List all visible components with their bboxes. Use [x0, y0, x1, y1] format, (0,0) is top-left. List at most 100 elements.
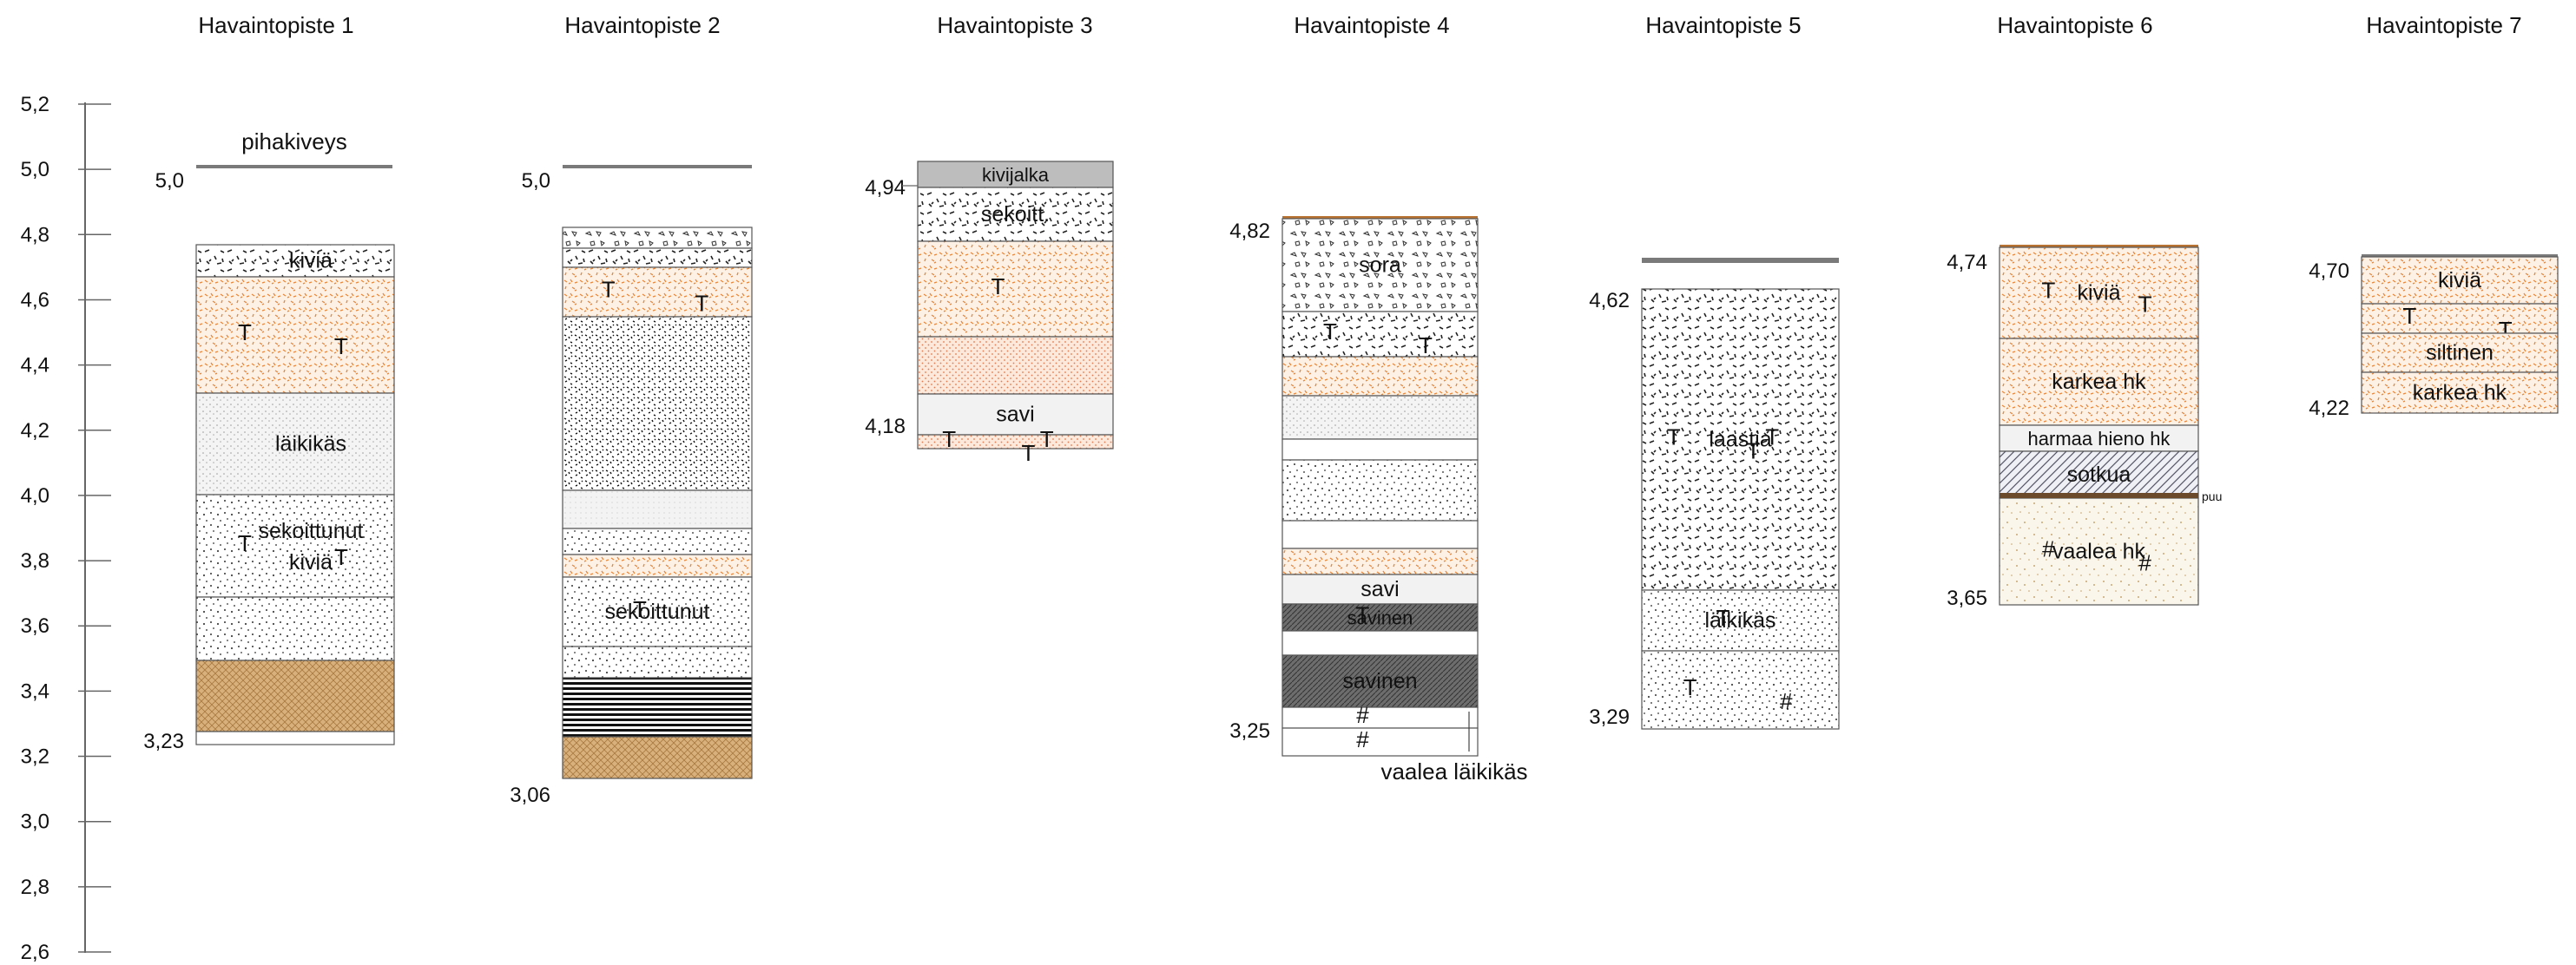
layer-fill	[1281, 630, 1479, 656]
layer-fill	[2361, 303, 2559, 334]
layer-label: siltinen	[2426, 341, 2494, 365]
fill-mark-T: T	[1683, 674, 1697, 700]
layer-fill	[917, 336, 1114, 395]
layer-fill	[195, 494, 395, 598]
soil-layer: kiviä	[195, 244, 395, 278]
top-elevation-label: 4,94	[865, 176, 906, 200]
layer-label: kivijalka	[982, 164, 1050, 186]
layer-fill	[1281, 727, 1479, 757]
layer-fill	[1281, 706, 1479, 729]
soil-layer	[917, 336, 1114, 395]
top-elevation-label: 5,0	[522, 169, 550, 193]
fill-mark-hash: #	[2138, 550, 2151, 576]
axis-tick-label: 4,8	[21, 223, 49, 246]
fill-mark-T: T	[238, 530, 252, 556]
soil-layer: T#	[1641, 650, 1840, 730]
layer-fill	[195, 596, 395, 661]
top-elevation-label: 4,82	[1229, 220, 1270, 243]
layer-fill	[1641, 650, 1840, 730]
layer-fill	[195, 660, 395, 732]
fill-mark-hash: #	[2042, 536, 2055, 562]
soil-layer: savi	[917, 393, 1114, 436]
layer-fill	[1281, 548, 1479, 575]
layer-label: savi	[996, 403, 1034, 427]
bottom-elevation-label: 3,06	[510, 784, 550, 807]
soil-layer: sora	[1281, 218, 1479, 312]
soil-layer	[195, 660, 395, 732]
layer-label: karkea hk	[2413, 381, 2507, 405]
soil-layer	[562, 554, 753, 578]
layer-fill	[1281, 520, 1479, 549]
layer-fill	[1999, 246, 2199, 339]
soil-layer	[562, 226, 753, 249]
layer-label: savinen	[1347, 607, 1413, 629]
layer-fill	[1641, 288, 1840, 591]
profile-title: Havaintopiste 2	[564, 12, 720, 38]
layer-fill	[1281, 438, 1479, 461]
soil-layer	[1281, 520, 1479, 549]
profile-title: Havaintopiste 5	[1645, 12, 1801, 38]
layer-fill	[562, 646, 753, 679]
fill-mark-T: T	[1667, 424, 1681, 450]
soil-layer: #	[1281, 702, 1479, 729]
fill-mark-T: T	[1716, 605, 1730, 631]
axis-tick-label: 3,0	[21, 811, 49, 834]
layer-label: sekoittunut	[605, 600, 710, 624]
soil-layer: T	[917, 240, 1114, 338]
layer-fill	[562, 226, 753, 249]
layer-fill	[1999, 424, 2199, 452]
layer-fill	[1281, 654, 1479, 708]
fill-mark-T: T	[2402, 303, 2416, 329]
layer-fill	[1641, 589, 1840, 652]
layer-label: harmaa hieno hk	[2028, 428, 2171, 450]
callout-label: vaalea läikikäs	[1380, 758, 1527, 784]
soil-layer: TT	[195, 276, 395, 394]
axis-tick-label: 4,0	[21, 484, 49, 508]
profiles: Havaintopiste 1pihakiveyskiviäTTläikikäs…	[143, 12, 2559, 807]
fill-mark-T: T	[1765, 424, 1779, 450]
top-elevation-label: 5,0	[155, 169, 184, 193]
layer-fill	[917, 434, 1114, 450]
profile-5: Havaintopiste 5laastiaTTTläikikäsTT#4,62…	[1589, 12, 1840, 730]
soil-layer	[562, 736, 753, 779]
axis-tick-label: 3,4	[21, 679, 49, 703]
axis-tick-label: 5,2	[21, 93, 49, 116]
layer-label: savinen	[1342, 669, 1417, 693]
profile-3: Havaintopiste 3kivijalkasekoitt.TsaviTTT…	[865, 12, 1114, 466]
top-elevation-label: 4,70	[2309, 259, 2349, 283]
soil-layer	[1281, 395, 1479, 440]
layer-fill	[1281, 574, 1479, 605]
soil-layer	[195, 731, 395, 745]
profile-4: Havaintopiste 4soraTTsavisavinenTsavinen…	[1229, 12, 1527, 784]
layer-label: kiviä	[289, 249, 333, 273]
layer-fill	[562, 528, 753, 555]
soil-layer: sotkua	[1999, 450, 2199, 499]
top-elevation-label: 4,62	[1589, 289, 1630, 312]
bottom-elevation-label: 3,23	[143, 730, 184, 753]
bottom-elevation-label: 3,25	[1229, 719, 1270, 743]
profile-title: Havaintopiste 1	[198, 12, 353, 38]
layer-fill	[917, 161, 1114, 188]
bottom-elevation-label: 3,29	[1589, 706, 1630, 729]
layer-fill	[1281, 459, 1479, 522]
soil-layer	[562, 677, 753, 738]
fill-mark-T: T	[1040, 426, 1054, 452]
axis-tick-label: 3,6	[21, 614, 49, 638]
soil-layer: karkea hk	[1999, 338, 2199, 426]
soil-layer: TT	[1281, 311, 1479, 358]
layer-fill	[195, 731, 395, 745]
fill-mark-T: T	[2138, 292, 2152, 318]
layer-fill	[1281, 356, 1479, 397]
side-note: puu	[2202, 489, 2222, 503]
layer-fill	[562, 316, 753, 491]
layer-fill	[562, 576, 753, 647]
layer-fill	[1281, 218, 1479, 312]
fill-mark-hash: #	[1356, 702, 1369, 728]
layer-label: läikikäs	[1705, 608, 1776, 633]
layer-label: savi	[1360, 577, 1399, 601]
profile-title: Havaintopiste 7	[2366, 12, 2521, 38]
soil-layer: siltinen	[2361, 332, 2559, 373]
